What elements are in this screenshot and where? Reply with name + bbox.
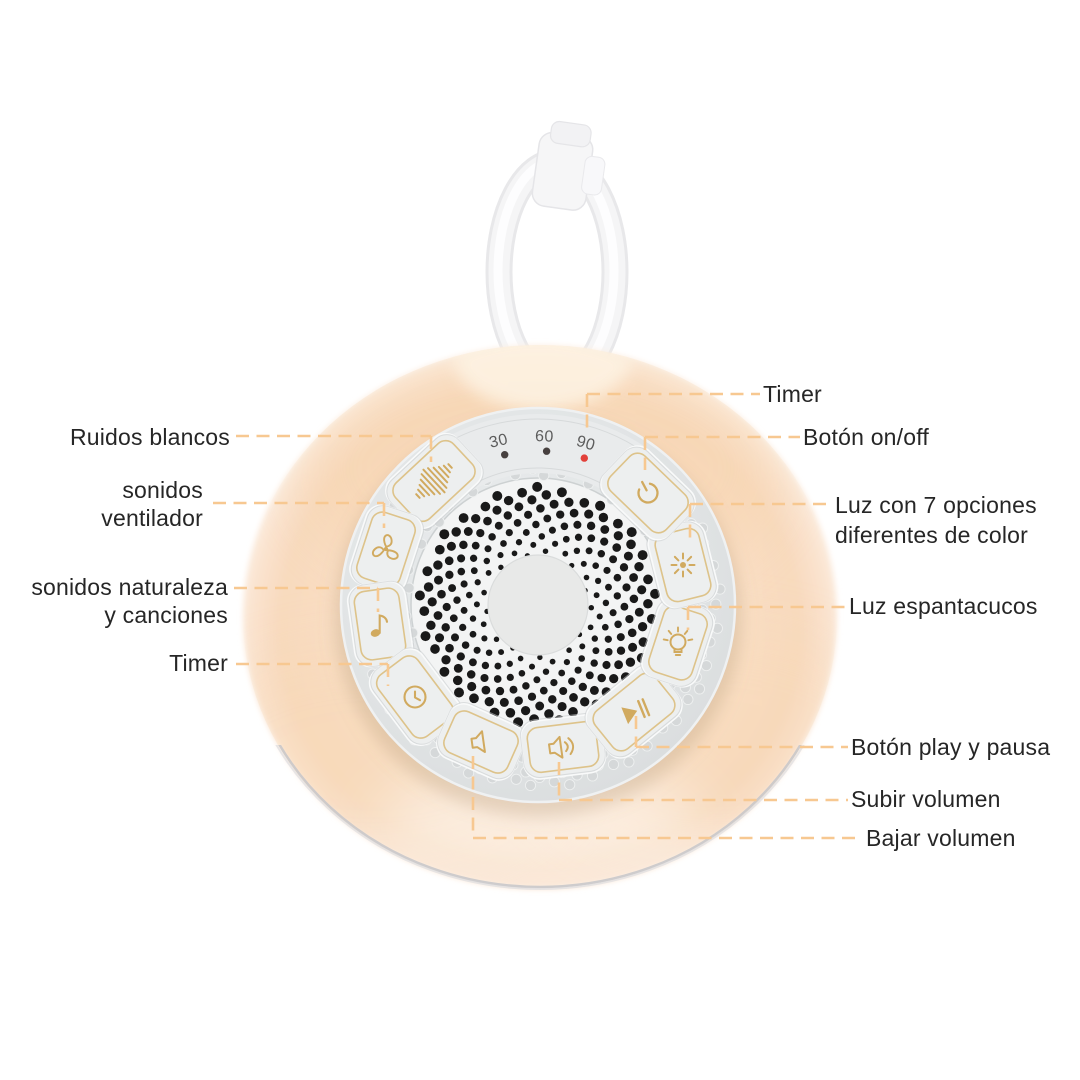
timer-led-60 (542, 447, 551, 455)
timer-mark-30: 30 (488, 431, 510, 452)
label-line: diferentes de color (835, 522, 1029, 548)
label-line: sonidos naturaleza (31, 574, 228, 600)
timer-led-90 (580, 454, 588, 462)
music-note-icon (370, 614, 389, 637)
timer-indicator-panel: 30 60 90 (437, 414, 647, 497)
power-icon (637, 480, 659, 504)
speaker-loud-icon (548, 735, 575, 759)
callout-connectors (213, 392, 862, 840)
button-ring (346, 432, 719, 781)
label-luz-7-colores: Luz con 7 opciones diferentes de color (835, 490, 1037, 550)
timer-led-30 (501, 451, 509, 459)
label-ruidos-blancos: Ruidos blancos (69, 424, 230, 450)
label-timer-right: Timer (763, 381, 822, 407)
nature-music-button (346, 580, 415, 668)
hanging-ring (485, 120, 629, 396)
label-sonidos-naturaleza: sonidos naturaleza y canciones (31, 573, 228, 629)
shell-rim (275, 745, 805, 890)
label-sonidos-ventilador: sonidos ventilador (101, 476, 203, 532)
timer-mark-90: 90 (574, 433, 597, 455)
label-luz-espantacucos: Luz espantacucos (849, 593, 1038, 619)
label-bajar-volumen: Bajar volumen (866, 825, 1016, 851)
label-boton-onoff: Botón on/off (803, 424, 930, 450)
timer-button (368, 647, 463, 746)
speaker-quiet-icon (470, 730, 486, 754)
sound-wave-icon (415, 463, 453, 499)
label-line: sonidos (122, 477, 203, 503)
timer-mark-60: 60 (535, 428, 554, 446)
label-line: y canciones (104, 602, 228, 628)
volume-up-button (519, 713, 607, 780)
label-line: Luz con 7 opciones (835, 492, 1037, 518)
fan-icon (371, 534, 399, 560)
label-boton-play-pausa: Botón play y pausa (851, 734, 1051, 760)
sun-icon (670, 552, 696, 578)
ring-clasp (531, 120, 606, 211)
clock-icon (403, 685, 427, 709)
grille-center-cap (487, 554, 589, 656)
night-light-button (639, 598, 715, 688)
white-noise-button (385, 432, 484, 531)
label-timer-left: Timer (169, 650, 228, 676)
label-line: ventilador (101, 505, 203, 531)
label-subir-volumen: Subir volumen (851, 786, 1001, 812)
play-pause-icon (621, 698, 651, 725)
power-button (599, 445, 697, 542)
lightbulb-icon (662, 626, 694, 656)
volume-down-button (436, 702, 527, 781)
